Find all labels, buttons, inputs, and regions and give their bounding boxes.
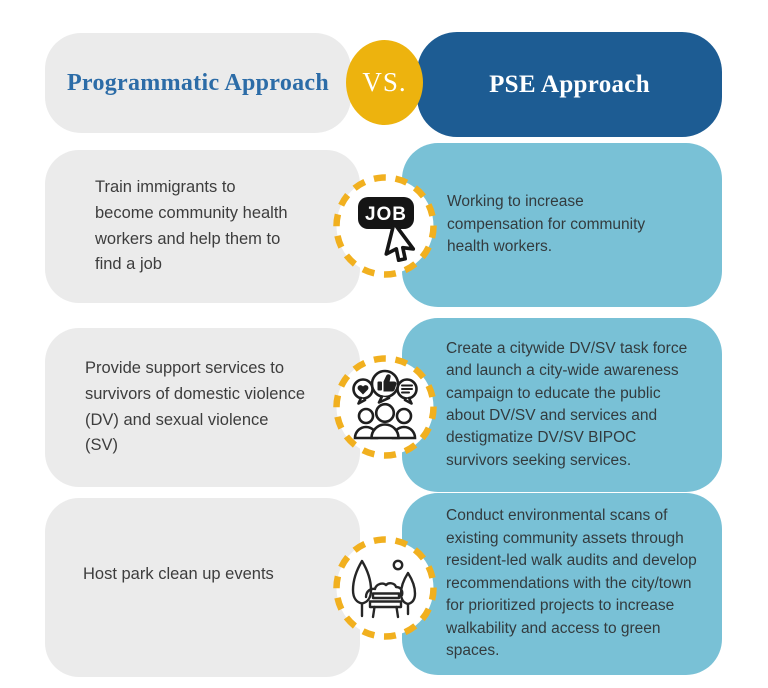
row2-programmatic-cell: Provide support services to survivors of… bbox=[45, 328, 360, 487]
row1-pse-text: Working to increase compensation for com… bbox=[447, 193, 646, 256]
pse-approach-header: PSE Approach bbox=[417, 32, 722, 137]
row2-pse-cell: Create a citywide DV/SV task force and l… bbox=[402, 318, 722, 492]
row3-programmatic-text: Host park clean up events bbox=[83, 564, 274, 583]
row3-programmatic-cell: Host park clean up events bbox=[45, 498, 360, 677]
vs-badge: VS. bbox=[346, 40, 423, 125]
row2-programmatic-text: Provide support services to survivors of… bbox=[85, 359, 306, 455]
programmatic-approach-header: Programmatic Approach bbox=[45, 33, 351, 133]
row3-pse-text: Conduct environmental scans of existing … bbox=[446, 507, 697, 660]
row3-pse-cell: Conduct environmental scans of existing … bbox=[402, 493, 722, 675]
row1-pse-cell: Working to increase compensation for com… bbox=[402, 143, 722, 307]
row2-pse-text: Create a citywide DV/SV task force and l… bbox=[446, 339, 688, 469]
community-discussion-icon bbox=[332, 354, 438, 460]
pse-approach-title: PSE Approach bbox=[489, 70, 650, 98]
row1-programmatic-text: Train immigrants to become community hea… bbox=[95, 178, 288, 274]
job-cursor-icon: JOB bbox=[332, 173, 438, 279]
park-bench-icon bbox=[332, 535, 438, 641]
programmatic-approach-title: Programmatic Approach bbox=[66, 69, 330, 96]
row1-programmatic-cell: Train immigrants to become community hea… bbox=[45, 150, 360, 303]
vs-label: VS. bbox=[362, 67, 407, 97]
svg-text:JOB: JOB bbox=[365, 204, 407, 225]
